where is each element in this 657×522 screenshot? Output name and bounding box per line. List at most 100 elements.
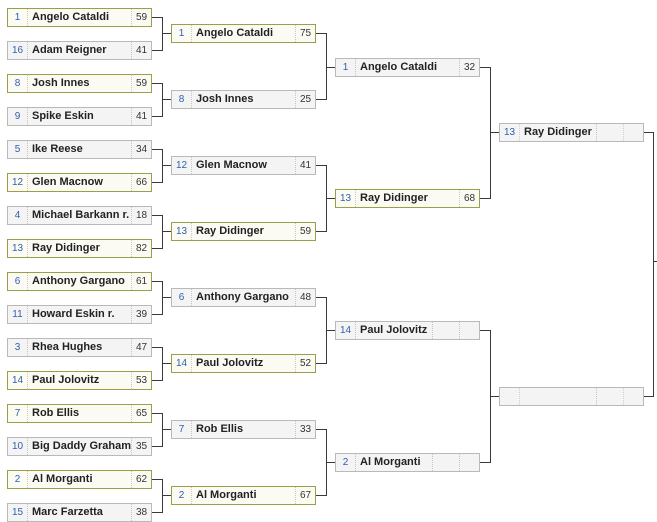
connector-line xyxy=(326,33,327,100)
competitor-name: Rob Ellis xyxy=(196,423,244,435)
seed-number: 15 xyxy=(8,504,28,521)
score-value: 82 xyxy=(131,240,151,257)
seed-number: 4 xyxy=(8,207,28,224)
score-value: 41 xyxy=(295,157,315,174)
connector-line xyxy=(162,479,163,513)
connector-line xyxy=(152,479,162,480)
connector-line xyxy=(152,446,162,447)
score-value: 18 xyxy=(131,207,151,224)
competitor-name: Angelo Cataldi xyxy=(32,11,110,23)
bracket-slot[interactable] xyxy=(499,387,644,406)
connector-line xyxy=(162,17,163,51)
score-value: 67 xyxy=(295,487,315,504)
score-value: 59 xyxy=(131,9,151,26)
connector-line xyxy=(480,198,490,199)
seed-number: 13 xyxy=(500,124,520,141)
competitor-name: Angelo Cataldi xyxy=(360,61,438,73)
connector-line xyxy=(162,429,171,430)
score-value: 35 xyxy=(131,438,151,455)
connector-line xyxy=(152,512,162,513)
score-value: 61 xyxy=(131,273,151,290)
connector-line xyxy=(480,462,490,463)
bracket-slot[interactable]: 13 Ray Didinger xyxy=(499,123,644,142)
connector-line xyxy=(644,396,653,397)
connector-line xyxy=(316,429,326,430)
connector-line xyxy=(162,413,163,447)
connector-line xyxy=(316,297,326,298)
score-value: 48 xyxy=(295,289,315,306)
connector-line xyxy=(152,347,162,348)
competitor-name: Marc Farzetta xyxy=(32,506,103,518)
competitor-name: Glen Macnow xyxy=(32,176,103,188)
seed-number: 3 xyxy=(8,339,28,356)
connector-line xyxy=(152,116,162,117)
connector-line xyxy=(152,281,162,282)
connector-line xyxy=(162,363,171,364)
seed-number: 14 xyxy=(172,355,192,372)
seed-number: 6 xyxy=(172,289,192,306)
seed-number: 2 xyxy=(8,471,28,488)
connector-line xyxy=(162,83,163,117)
seed-number: 11 xyxy=(8,306,28,323)
score-value: 59 xyxy=(295,223,315,240)
score-value: 65 xyxy=(131,405,151,422)
competitor-name: Big Daddy Graham xyxy=(32,440,132,452)
connector-line xyxy=(152,380,162,381)
competitor-name: Al Morganti xyxy=(196,489,257,501)
competitor-name: Paul Jolovitz xyxy=(32,374,100,386)
connector-line xyxy=(490,132,499,133)
competitor-name: Adam Reigner xyxy=(32,44,107,56)
competitor-name: Rob Ellis xyxy=(32,407,80,419)
connector-line xyxy=(653,132,654,397)
competitor-name: Josh Innes xyxy=(32,77,90,89)
seed-number: 1 xyxy=(336,59,356,76)
connector-line xyxy=(162,99,171,100)
seed-number: 5 xyxy=(8,141,28,158)
connector-line xyxy=(162,231,171,232)
competitor-name: Ray Didinger xyxy=(32,242,100,254)
competitor-name: Ray Didinger xyxy=(524,126,592,138)
connector-line xyxy=(316,165,326,166)
connector-line xyxy=(490,396,499,397)
connector-line xyxy=(152,50,162,51)
connector-line xyxy=(152,413,162,414)
seed-number: 8 xyxy=(8,75,28,92)
score-value: 33 xyxy=(295,421,315,438)
seed-number: 8 xyxy=(172,91,192,108)
score-value: 52 xyxy=(295,355,315,372)
connector-line xyxy=(316,495,326,496)
connector-line xyxy=(152,215,162,216)
score-value: 34 xyxy=(131,141,151,158)
connector-line xyxy=(152,248,162,249)
score-value: 41 xyxy=(131,108,151,125)
connector-line xyxy=(316,363,326,364)
